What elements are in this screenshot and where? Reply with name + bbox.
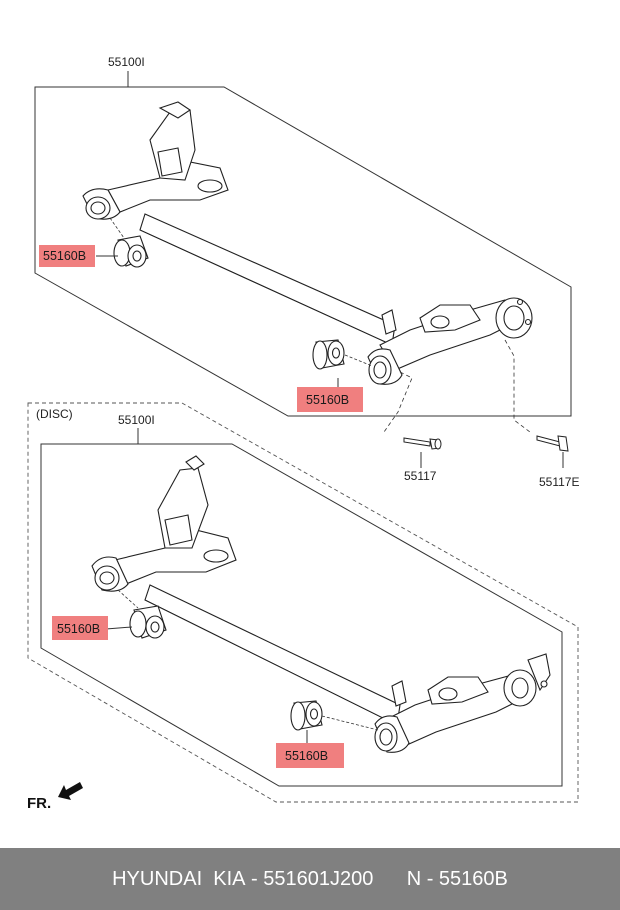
disc-label: (DISC) [36,407,73,421]
bottom-assembly-frame [40,443,563,787]
top-axle-beam [107,101,533,371]
bushing-label-3: 55160B [57,622,100,636]
bushing-label-2: 55160B [306,393,349,407]
top-right-bushing-housing [367,348,403,385]
bushing-label-1: 55160B [43,249,86,263]
bolt-e-label: 55117E [539,475,579,489]
bushing-label-4-box [276,743,344,768]
bushing-label-1-box [39,245,95,267]
bushing-label-3-box [52,616,108,640]
footer-separator: - [245,867,264,890]
top-assembly-label: 55100I [108,55,145,69]
bolt-55117 [403,437,442,450]
parts-diagram: 55100I [27,55,579,812]
top-bushing-left-part [113,235,149,268]
top-assembly-group: 55100I [34,55,572,433]
bottom-axle-beam [114,455,551,749]
top-assembly-frame [34,86,572,417]
front-arrow-icon [58,782,83,800]
top-bushing-right-part [312,339,345,370]
bushing-label-2-box [297,387,363,412]
front-label: FR. [27,795,51,812]
footer-bar: HYUNDAI KIA - 551601J200 N - 55160B [0,848,620,910]
bottom-assembly-label: 55100I [118,413,155,427]
bolt-55117e [536,435,569,452]
bolt-label: 55117 [404,469,437,483]
bottom-bushing-left-part [129,605,167,639]
bushing-label-4: 55160B [285,749,328,763]
bottom-assembly-group: (DISC) 55100I [27,402,579,803]
bottom-bushing-right-part [290,700,323,731]
footer-part-number: 551601J200 [263,867,374,890]
bottom-left-bushing-housing [91,556,129,592]
top-left-bushing-housing [82,188,121,220]
bottom-right-bushing-housing [374,715,410,753]
front-direction-indicator: FR. [27,782,83,812]
disc-dashed-frame [27,402,579,803]
footer-brand: HYUNDAI KIA [112,867,246,890]
footer-gap [373,868,406,891]
footer-ref-code: N - 55160B [406,867,508,890]
